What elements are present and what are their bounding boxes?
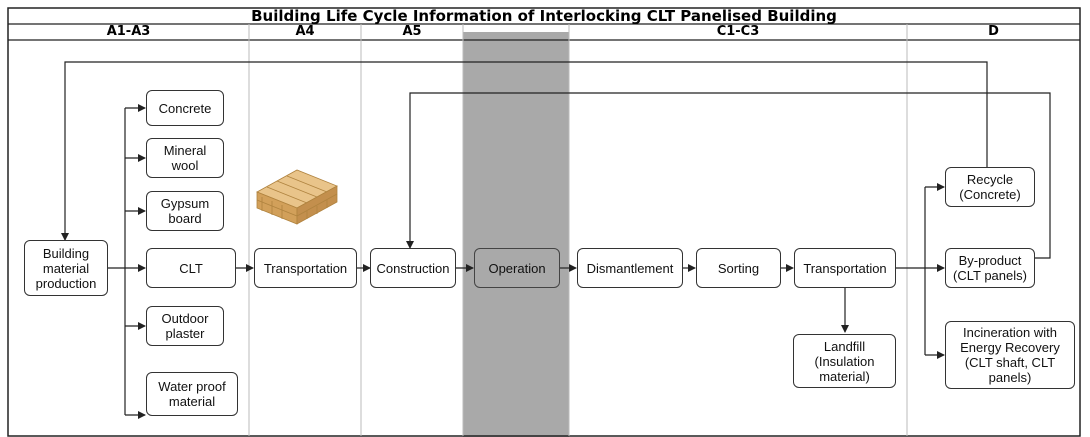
node-transportation-a4: Transportation: [254, 248, 357, 288]
node-building-material-production: Building material production: [24, 240, 108, 296]
node-by-product: By-product (CLT panels): [945, 248, 1035, 288]
node-outdoor-plaster: Outdoor plaster: [146, 306, 224, 346]
node-operation: Operation: [474, 248, 560, 288]
diagram-title: Building Life Cycle Information of Inter…: [251, 7, 837, 25]
outer-border: [7, 7, 1081, 437]
node-incineration: Incineration with Energy Recovery (CLT s…: [945, 321, 1075, 389]
node-recycle: Recycle (Concrete): [945, 167, 1035, 207]
phase-a4: A4: [295, 24, 315, 39]
main-chain-connectors: [236, 183, 945, 359]
clt-panel-icon: [256, 169, 338, 225]
node-transportation-c: Transportation: [794, 248, 896, 288]
node-mineral-wool: Mineral wool: [146, 138, 224, 178]
node-concrete: Concrete: [146, 90, 224, 126]
operation-band: [463, 32, 569, 437]
node-dismantlement: Dismantlement: [577, 248, 683, 288]
node-sorting: Sorting: [696, 248, 781, 288]
feedback-connectors: [61, 61, 1051, 259]
phase-a1-a3: A1-A3: [106, 24, 151, 39]
node-gypsum-board: Gypsum board: [146, 191, 224, 231]
production-connectors: [108, 104, 146, 419]
phase-a5: A5: [402, 24, 422, 39]
phase-d: D: [988, 24, 999, 39]
node-water-proof-material: Water proof material: [146, 372, 238, 416]
phase-c1-c3: C1-C3: [716, 24, 760, 39]
node-landfill: Landfill (Insulation material): [793, 334, 896, 388]
node-clt: CLT: [146, 248, 236, 288]
node-construction: Construction: [370, 248, 456, 288]
